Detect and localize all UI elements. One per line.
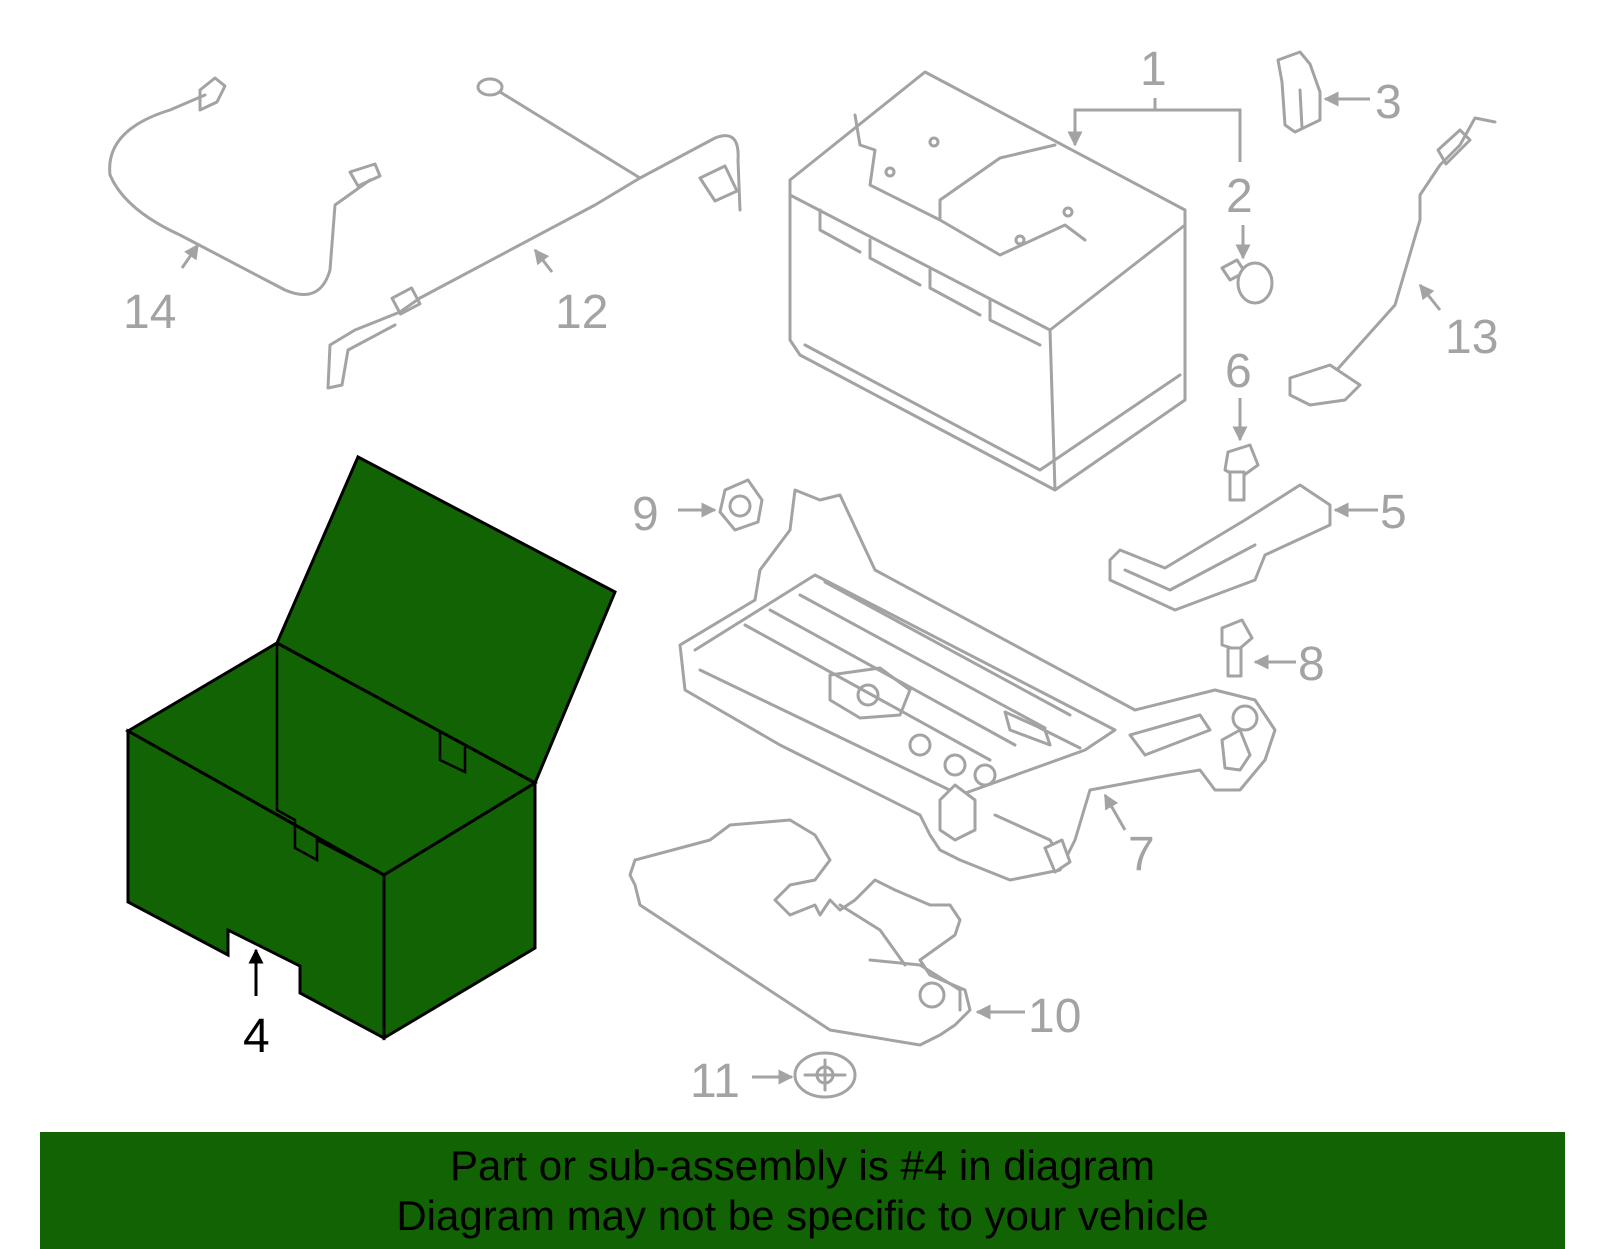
leader-14 bbox=[180, 243, 200, 269]
callout-8: 8 bbox=[1298, 638, 1325, 691]
callout-12: 12 bbox=[555, 286, 608, 339]
part-14-cable[interactable] bbox=[108, 76, 382, 296]
callout-13: 13 bbox=[1445, 311, 1498, 364]
callout-1: 1 bbox=[1140, 43, 1167, 96]
callout-6: 6 bbox=[1225, 345, 1252, 398]
part-13-cable[interactable] bbox=[1288, 116, 1497, 407]
callout-7: 7 bbox=[1128, 828, 1155, 881]
leader-12 bbox=[533, 248, 554, 273]
banner-line-2: Diagram may not be specific to your vehi… bbox=[396, 1191, 1209, 1239]
part-8-bolt[interactable] bbox=[1220, 618, 1254, 678]
callout-14: 14 bbox=[123, 286, 176, 339]
callout-4: 4 bbox=[243, 1010, 270, 1063]
leader-13 bbox=[1418, 283, 1442, 311]
callout-9: 9 bbox=[632, 488, 659, 541]
part-9-nut[interactable] bbox=[718, 478, 764, 532]
info-banner: Part or sub-assembly is #4 in diagram Di… bbox=[40, 1132, 1565, 1249]
part-3-sensor[interactable] bbox=[1276, 50, 1322, 134]
callout-5: 5 bbox=[1380, 486, 1407, 539]
part-10-insulator[interactable] bbox=[628, 818, 972, 1047]
part-12-cable[interactable] bbox=[326, 77, 742, 390]
part-5-bracket[interactable] bbox=[1108, 483, 1332, 612]
leader-1b bbox=[1155, 108, 1242, 162]
leader-1a bbox=[1067, 98, 1157, 147]
callout-11: 11 bbox=[690, 1055, 740, 1108]
banner-line-1: Part or sub-assembly is #4 in diagram bbox=[450, 1141, 1155, 1189]
callout-10: 10 bbox=[1028, 990, 1081, 1043]
part-7-tray[interactable] bbox=[678, 488, 1277, 882]
part-2-plug[interactable] bbox=[1220, 258, 1274, 305]
callout-2: 2 bbox=[1226, 170, 1253, 223]
part-1-battery[interactable] bbox=[788, 70, 1187, 492]
part-11-clip[interactable] bbox=[793, 1051, 857, 1099]
part-4-battery-box[interactable] bbox=[124, 454, 617, 1041]
leader-7 bbox=[1103, 793, 1127, 831]
callout-3: 3 bbox=[1375, 76, 1402, 129]
part-6-bolt[interactable] bbox=[1223, 443, 1260, 502]
